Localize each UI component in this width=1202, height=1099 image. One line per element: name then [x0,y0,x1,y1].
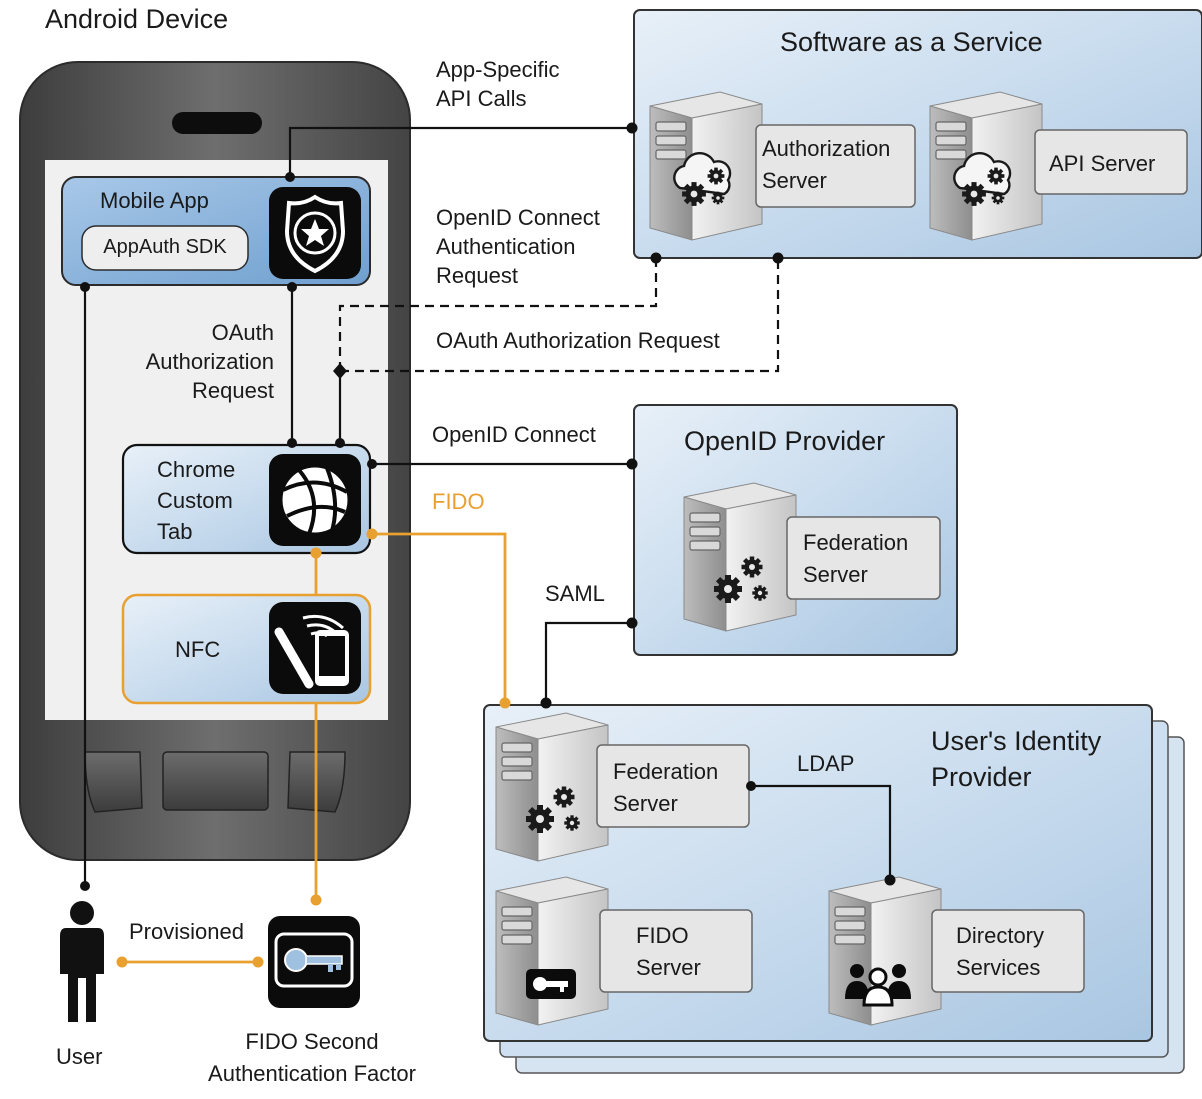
federation-server-box [786,516,941,600]
saml-line [544,621,632,703]
identity-provider-title: User's Identity Provider [931,726,1102,792]
dashed-lines [338,258,780,373]
saas-title: Software as a Service [780,27,1043,57]
fido-line [372,532,507,703]
chrome-custom-tab-box [121,443,372,555]
openid-connect-label: OpenID Connect [432,422,596,447]
appauth-sdk-box [81,225,249,271]
fido-key-icon [268,916,360,1008]
mobile-app-box [61,176,371,286]
oauth-authorization-request-label: OAuth Authorization Request [145,320,274,403]
police-badge-icon [269,187,361,279]
directory-services-icon [828,876,942,1026]
openid-federation-server-label: Federation Server [803,530,909,587]
openid-connect-authentication-request-label: OpenID Connect Authentication Request [436,205,600,288]
fido-server-icon [495,876,609,1026]
openid-provider-box [633,404,958,656]
fido-server-box [599,909,753,993]
device-title: Android Device [45,4,228,34]
federation-server-icon [683,482,797,632]
fido-server-label: FIDO Server [636,923,701,980]
ldap-label: LDAP [797,751,855,776]
fido-dots [116,528,511,968]
fido-second-factor-label: FIDO Second Authentication Factor [208,1029,416,1086]
junction-dots [80,122,896,891]
directory-services-label: Directory Services [956,923,1045,980]
phone-home-key [162,751,269,811]
idp-federation-server-label: Federation Server [613,759,719,816]
globe-icon [269,454,361,546]
authorization-server-icon [649,91,763,241]
user-label: User [56,1044,103,1069]
app-specific-api-calls-label: App-Specific API Calls [436,57,560,111]
phone-back-key [84,751,143,813]
saas-box [633,9,1202,259]
identity-provider-stack [483,704,1185,1074]
connection-lines [83,126,892,886]
idp-federation-server-icon [495,712,609,862]
fido-label: FIDO [432,489,485,514]
openid-provider-title: OpenID Provider [684,426,886,456]
nfc-label: NFC [175,637,221,662]
api-server-icon [929,91,1043,241]
saml-label: SAML [545,581,605,606]
api-server-box [1034,129,1188,195]
authorization-server-label: Authorization Server [762,136,891,193]
user-person-icon [60,901,104,1022]
provisioned-label: Provisioned [129,919,244,944]
authorization-server-box [755,124,916,208]
fido-lines [122,532,507,964]
ldap-line [751,784,892,880]
oidc-auth-request-line [338,258,658,371]
directory-services-box [931,909,1085,993]
phone-speaker [172,112,262,134]
nfc-box [121,593,372,705]
oauth-authorization-request-line-label: OAuth Authorization Request [436,328,720,353]
nfc-icon [269,602,361,694]
appauth-sdk-label: AppAuth SDK [103,236,227,258]
mobile-app-label: Mobile App [100,188,209,213]
api-calls-line [288,126,632,177]
oauth-auth-request-line [340,258,780,373]
chrome-custom-tab-label: Chrome Custom Tab [157,457,236,544]
api-server-label: API Server [1049,151,1156,176]
